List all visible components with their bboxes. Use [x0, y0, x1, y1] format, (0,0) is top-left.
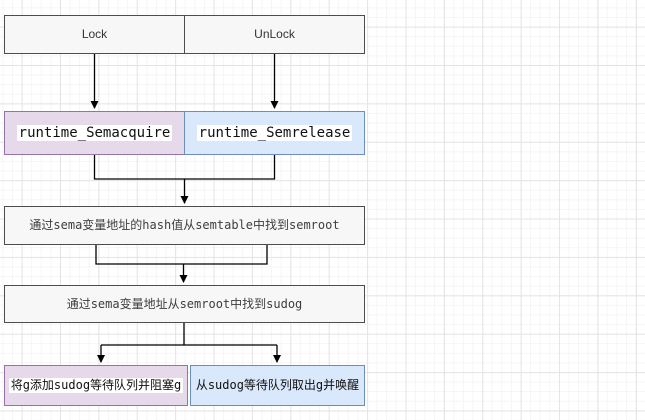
node-runtime-semacquire-label: runtime_Semacquire — [16, 124, 173, 142]
node-block-g-label: 将g添加sudog等待队列并阻塞g — [8, 378, 184, 393]
node-lock[interactable]: Lock — [4, 15, 185, 54]
node-lock-label: Lock — [81, 27, 108, 42]
node-runtime-semrelease-label: runtime_Semrelease — [196, 124, 353, 142]
node-wake-g[interactable]: 从sudog等待队列取出g并唤醒 — [190, 365, 365, 406]
node-unlock-label: UnLock — [254, 27, 295, 42]
node-block-g[interactable]: 将g添加sudog等待队列并阻塞g — [4, 365, 188, 406]
node-unlock[interactable]: UnLock — [184, 15, 365, 54]
node-find-semroot[interactable]: 通过sema变量地址的hash值从semtable中找到semroot — [4, 206, 365, 245]
node-find-sudog[interactable]: 通过sema变量地址从semroot中找到sudog — [4, 285, 365, 323]
node-runtime-semrelease[interactable]: runtime_Semrelease — [184, 111, 365, 155]
node-runtime-semacquire[interactable]: runtime_Semacquire — [4, 111, 185, 155]
node-find-sudog-label: 通过sema变量地址从semroot中找到sudog — [66, 296, 303, 311]
node-find-semroot-label: 通过sema变量地址的hash值从semtable中找到semroot — [29, 218, 340, 233]
node-wake-g-label: 从sudog等待队列取出g并唤醒 — [195, 378, 360, 393]
